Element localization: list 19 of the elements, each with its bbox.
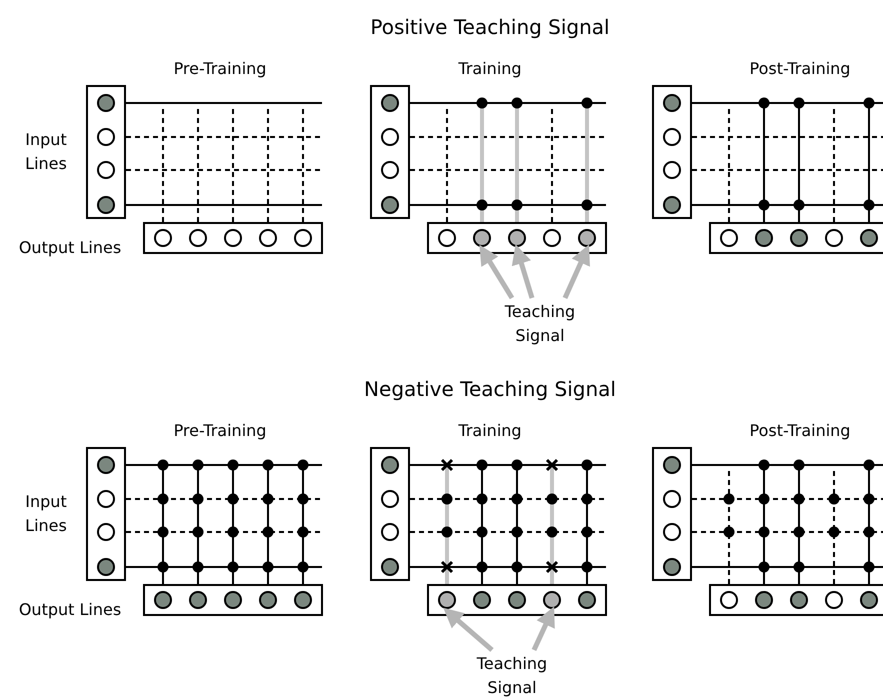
panel-heading: Training <box>457 420 523 442</box>
section-title: Positive Teaching Signal <box>369 14 611 41</box>
arrow <box>512 244 534 299</box>
arrow <box>562 244 590 300</box>
panel-heading: Training <box>457 58 523 80</box>
panel-heading: Post-Training <box>748 420 852 442</box>
axis-label: Input Lines <box>24 491 68 537</box>
panel-heading: Pre-Training <box>172 420 268 442</box>
axis-label: Output Lines <box>18 599 122 621</box>
axis-label: Output Lines <box>18 237 122 259</box>
arrow <box>443 608 494 652</box>
panel-heading: Post-Training <box>748 58 852 80</box>
section-title: Negative Teaching Signal <box>363 376 617 403</box>
arrow <box>479 244 514 300</box>
axis-label: Input Lines <box>24 129 68 175</box>
panel-heading: Pre-Training <box>172 58 268 80</box>
teaching-signal-text: Teaching Signal <box>467 652 557 700</box>
arrow <box>532 606 555 652</box>
teaching-signal-text: Teaching Signal <box>495 300 585 348</box>
